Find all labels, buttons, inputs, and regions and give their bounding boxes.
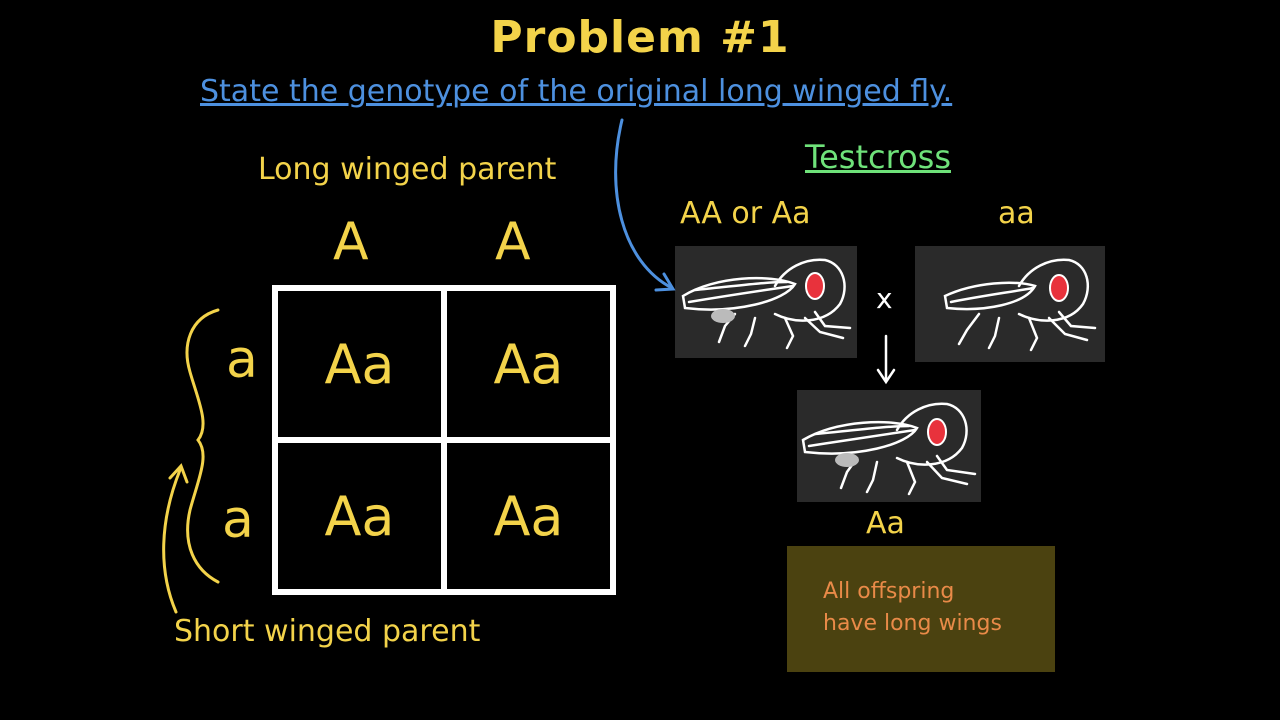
conclusion-note: All offspring have long wings	[787, 546, 1055, 672]
fly-image-offspring	[797, 390, 981, 502]
parent2-genotype: aa	[998, 196, 1035, 231]
punnett-square: Aa Aa Aa Aa	[272, 285, 616, 595]
fly-image-long-winged-parent	[675, 246, 857, 358]
punnett-cell: Aa	[275, 440, 444, 592]
short-winged-parent-label: Short winged parent	[174, 614, 481, 649]
note-line-2: have long wings	[823, 611, 1002, 636]
arrow-curve-icon	[614, 118, 674, 290]
offspring-genotype: Aa	[866, 506, 905, 541]
problem-title: Problem #1	[490, 12, 790, 63]
parent1-genotype: AA or Aa	[680, 196, 811, 231]
testcross-heading: Testcross	[805, 138, 951, 176]
cross-symbol: x	[876, 282, 893, 315]
fly-icon	[801, 402, 977, 496]
arrow-up-icon	[162, 468, 182, 614]
side-allele-2: a	[222, 490, 254, 550]
fly-image-short-winged-parent	[915, 246, 1105, 362]
top-allele-1: A	[333, 212, 369, 272]
side-allele-1: a	[226, 330, 258, 390]
punnett-cell: Aa	[444, 440, 613, 592]
punnett-cell: Aa	[444, 288, 613, 440]
fly-icon	[943, 258, 1097, 352]
note-line-1: All offspring	[823, 579, 955, 604]
brace-icon	[185, 308, 220, 584]
long-winged-parent-label: Long winged parent	[258, 152, 557, 187]
fly-icon	[681, 258, 852, 350]
question-text: State the genotype of the original long …	[200, 74, 953, 109]
top-allele-2: A	[495, 212, 531, 272]
punnett-cell: Aa	[275, 288, 444, 440]
